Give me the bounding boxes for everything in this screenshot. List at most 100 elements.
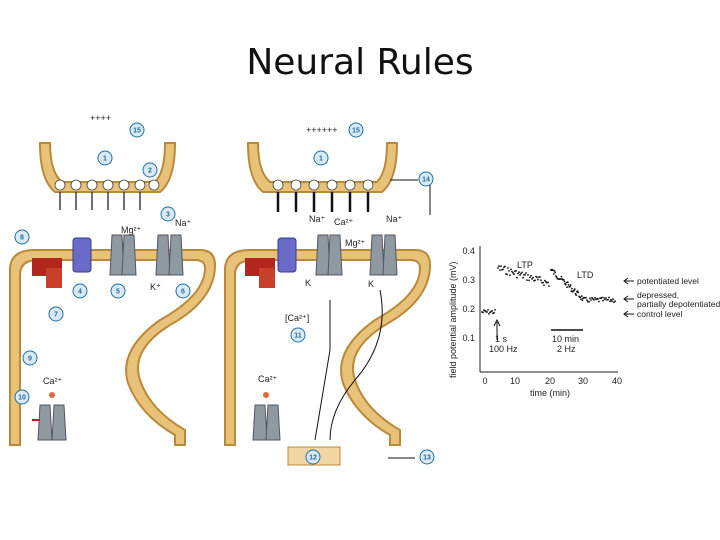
postsynaptic-membrane-right — [224, 249, 432, 446]
legend-depressed: depressed,partially depotentiated level — [637, 290, 720, 309]
data-point — [571, 287, 573, 290]
data-point — [528, 279, 530, 282]
mg-label-left: Mg²⁺ — [121, 225, 141, 235]
legend-arrow-1 — [623, 277, 634, 285]
svg-text:1: 1 — [319, 156, 323, 163]
xtick-0: 0 — [482, 376, 487, 386]
xtick-30: 30 — [578, 376, 588, 386]
data-point — [525, 272, 527, 274]
stim1-label: 1 s — [495, 334, 508, 344]
svg-text:6: 6 — [181, 289, 185, 296]
tick-marks-right: ++++++ — [306, 125, 338, 135]
data-point — [531, 278, 533, 280]
data-point — [612, 298, 614, 301]
data-point — [502, 268, 504, 271]
data-point — [593, 299, 595, 301]
vesicles-right — [272, 179, 374, 191]
svg-text:15: 15 — [133, 128, 141, 135]
data-point — [564, 283, 567, 286]
data-point — [602, 299, 604, 302]
data-point — [560, 275, 563, 278]
data-point — [526, 279, 528, 281]
slide-title: Neural Rules — [246, 42, 474, 83]
data-point — [601, 296, 603, 299]
data-point — [494, 309, 496, 311]
stim2b-label: 2 Hz — [557, 344, 576, 354]
callout-3: 3 — [160, 206, 176, 222]
ca-label-right-bottom: Ca²⁺ — [258, 374, 278, 384]
data-point — [491, 310, 493, 312]
xtick-40: 40 — [612, 376, 622, 386]
glutamate-arrows — [59, 192, 141, 210]
data-point — [588, 300, 590, 303]
data-point — [580, 298, 582, 301]
callout-7: 7 — [48, 306, 64, 322]
data-point — [576, 290, 579, 292]
data-point — [537, 278, 539, 281]
callout-8: 8 — [14, 229, 30, 245]
xtick-20: 20 — [545, 376, 555, 386]
legend-arrow-3 — [623, 310, 634, 318]
svg-text:5: 5 — [116, 289, 120, 296]
data-point — [519, 274, 521, 276]
postsynaptic-membrane — [9, 249, 217, 446]
svg-text:7: 7 — [54, 312, 58, 319]
data-point — [590, 299, 592, 301]
na-label-right-b: Na⁺ — [386, 214, 403, 224]
data-point — [504, 265, 506, 268]
callout-10: 10 — [14, 389, 30, 405]
data-point — [544, 279, 546, 282]
callout-15-left: 15 — [129, 122, 145, 138]
data-point — [542, 281, 544, 284]
data-point — [577, 291, 580, 294]
data-point — [563, 280, 566, 283]
data-point — [614, 300, 616, 302]
ltp-ltd-graph: field potential amplitude (mV) 0.4 0.3 0… — [448, 246, 720, 398]
data-point — [573, 288, 576, 291]
data-point — [604, 298, 606, 301]
glutamate-arrows-right — [276, 192, 370, 212]
data-point — [515, 269, 517, 272]
data-point — [529, 276, 531, 279]
data-point — [497, 267, 499, 269]
svg-text:11: 11 — [294, 333, 302, 340]
callout-4: 4 — [72, 283, 88, 299]
data-point — [548, 285, 550, 287]
ytick-0.4: 0.4 — [462, 246, 475, 256]
ltd-label: LTD — [577, 270, 594, 280]
callout-15-right: 15 — [348, 122, 364, 138]
legend-potentiated: potentiated level — [637, 276, 699, 286]
data-point — [581, 299, 584, 302]
y-axis-label: field potential amplitude (mV) — [448, 261, 458, 378]
x-axis-label: time (min) — [530, 388, 570, 398]
callout-13: 13 — [419, 449, 435, 465]
data-point — [608, 296, 610, 299]
data-point — [603, 297, 605, 299]
stim1b-label: 100 Hz — [489, 344, 518, 354]
data-point — [516, 276, 518, 279]
data-point — [598, 300, 600, 303]
callouts: 15 1 2 3 4 5 6 7 8 9 10 15 1 14 11 12 13 — [14, 122, 435, 465]
callout-6: 6 — [175, 283, 191, 299]
k-label-right-a: K — [305, 278, 311, 288]
data-point — [552, 269, 554, 272]
data-point — [521, 271, 523, 274]
callout-1-left: 1 — [97, 150, 113, 166]
callout-1-right: 1 — [313, 150, 329, 166]
data-point — [580, 295, 583, 297]
data-point — [579, 296, 582, 299]
data-point — [575, 294, 578, 296]
data-point — [500, 265, 502, 268]
data-point — [530, 274, 532, 277]
callout-12: 12 — [305, 449, 321, 465]
ca-bracket-label: [Ca²⁺] — [285, 313, 309, 323]
data-point — [527, 274, 529, 276]
data-point — [559, 278, 562, 280]
data-point — [498, 265, 500, 268]
data-point — [547, 281, 549, 284]
svg-text:13: 13 — [423, 455, 431, 462]
data-point — [585, 296, 587, 299]
data-point — [511, 270, 513, 273]
legend-control: control level — [637, 309, 682, 319]
